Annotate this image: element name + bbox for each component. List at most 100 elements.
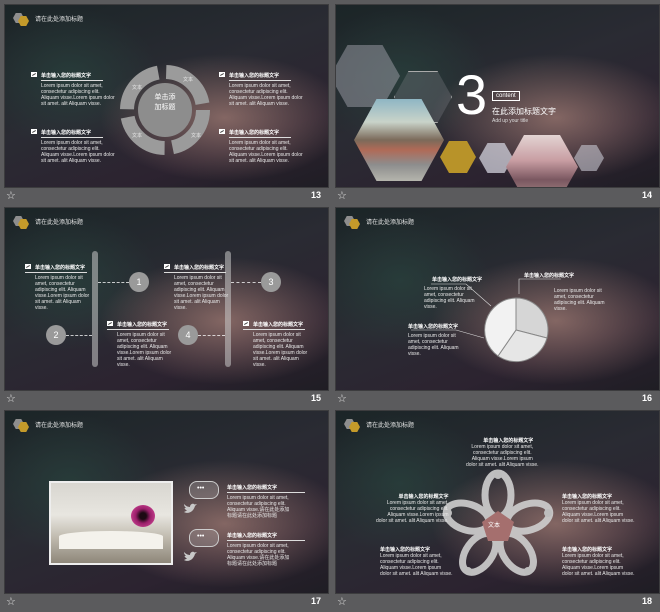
body-line: Aliquam visse.Lorem ipsum dolor [229,95,303,101]
item-title: 单击输入您的标题文字 [483,438,534,444]
body-line: visse. [424,304,437,310]
body-line: dolor sit amet. alit Aliquam visse. [466,462,539,468]
item-title: 单击输入您的标题文字 [408,324,459,330]
slide-18-thumbnail[interactable]: 请在此处添加标题 文本 单击输入您的标题文字 Lorem ipsum dolor… [335,410,660,594]
bubble-dots: ••• [197,533,205,540]
slide-title: 请在此处添加标题 [366,423,415,429]
slide-16-thumbnail[interactable]: 请在此处添加标题 单击输入您的标题文字 Lorem ipsum dolor si… [335,207,660,391]
hexagon-icon [13,419,24,429]
item-body: Lorem ipsum dolor sit amet, consectetur … [554,288,605,312]
star-icon[interactable]: ☆ [337,393,347,405]
item-title: 单击输入您的标题文字 [227,533,278,539]
body-line: consectetur adipiscing elit. [562,506,621,512]
slide-15-thumbnail[interactable]: 请在此处添加标题 1 2 3 4 单击输入您的标题文字 Lorem ipsum … [4,207,329,391]
item-underline [229,137,291,138]
star-icon[interactable]: ☆ [6,596,16,608]
tree-photo-hexagon [506,135,578,187]
body-line: amet, consectetur [408,339,448,345]
chat-bubble-icon: ••• [189,529,219,547]
slide-cell-16[interactable]: 请在此处添加标题 单击输入您的标题文字 Lorem ipsum dolor si… [335,207,660,409]
info-item: 单击输入您的标题文字 Lorem ipsum dolor sit amet, c… [562,546,635,577]
body-line: Aliquam visse.Lorem ipsum [471,456,533,462]
item-title: 单击输入您的标题文字 [562,494,613,500]
ring-label: 文本 [132,85,143,91]
slide-cell-13[interactable]: 请在此处添加标题 单击添 加标题 文本 文本 文本 文本 单击输入您的标题文字 … [4,4,329,206]
body-line: Lorem ipsum dolor sit amet, [41,140,103,146]
ring-label: 文本 [191,133,202,139]
body-line: Aliquam visse.Lorem ipsum dolor [41,152,115,158]
body-line: Lorem ipsum dolor sit amet, [562,500,624,506]
item-title: 单击输入您的标题文字 [174,265,225,271]
body-line: amet, consectetur [554,294,594,300]
content-tag: content [492,91,520,101]
slide-cell-18[interactable]: 请在此处添加标题 文本 单击输入您的标题文字 Lorem ipsum dolor… [335,410,660,612]
twitter-bird-icon [184,503,197,513]
bubble-dots: ••• [197,485,205,492]
star-icon[interactable]: ☆ [6,393,16,405]
item-underline [107,329,169,330]
slide-14-thumbnail[interactable]: 3 content 在此添加标题文字 Add up your title [335,4,660,188]
hexagon-shape [336,45,400,107]
slide-cell-15[interactable]: 请在此处添加标题 1 2 3 4 单击输入您的标题文字 Lorem ipsum … [4,207,329,409]
item-underline [41,80,103,81]
body-line: adipiscing elit. Aliquam [424,298,475,304]
body-line: Lorem ipsum dolor sit amet, [229,83,291,89]
body-line: Lorem ipsum dolor sit amet, [562,553,624,559]
slide-cell-17[interactable]: 请在此处添加标题 ••• ••• 单击输入您的标题文字 Lorem ipsum … [4,410,329,612]
hexagon-icon [13,13,24,23]
hexagon-icon [13,216,24,226]
slide-meta: ☆ 18 [335,594,658,610]
body-line: adipiscing elit. Aliquam [174,287,225,293]
slide-17-thumbnail[interactable]: 请在此处添加标题 ••• ••• 单击输入您的标题文字 Lorem ipsum … [4,410,329,594]
item-underline [41,137,103,138]
slide-number: 16 [641,393,652,403]
item-title: 单击输入您的标题文字 [229,73,280,79]
item-underline [243,329,305,330]
checkbox-icon [164,264,170,269]
body-line: Aliquam visse.请在此处添加 [227,555,290,561]
slide-meta: ☆ 13 [4,188,327,204]
body-line: 标题请在此处添加标题 [227,561,278,567]
item-title: 单击输入您的标题文字 [432,277,483,283]
item-body: Lorem ipsum dolor sit amet, consectetur … [174,275,228,311]
slide-meta: ☆ 16 [335,391,658,407]
body-line: visse.Lorem ipsum dolor [35,293,90,299]
twitter-bird-icon [184,551,197,561]
slide-meta: ☆ 17 [4,594,327,610]
body-line: visse. [117,362,130,368]
slide-number: 14 [641,190,652,200]
body-line: consectetur adipiscing elit. [389,506,449,512]
item-title: 单击输入您的标题文字 [229,130,280,136]
subtitle-text: Add up your title [492,118,529,124]
item-underline [164,272,226,273]
body-line: sit amet. alit Aliquam visse. [229,101,290,107]
body-line: amet, consectetur [424,292,464,298]
star-icon[interactable]: ☆ [337,190,347,202]
slide-title: 请在此处添加标题 [35,220,84,226]
title-text: 在此添加标题文字 [492,107,556,116]
slide-13-thumbnail[interactable]: 请在此处添加标题 单击添 加标题 文本 文本 文本 文本 单击输入您的标题文字 … [4,4,329,188]
star-icon[interactable]: ☆ [6,190,16,202]
timeline-bar [92,251,98,367]
item-body: Lorem ipsum dolor sit amet, consectetur … [35,275,89,311]
body-line: visse. [253,362,266,368]
hexagon-shape [574,145,604,171]
body-line: amet, consectetur [253,338,293,344]
body-line: Lorem ipsum dolor sit amet, [227,543,289,549]
info-item: 单击输入您的标题文字 Lorem ipsum dolor sit amet, c… [466,437,539,468]
slide-cell-14[interactable]: 3 content 在此添加标题文字 Add up your title ☆ 1… [335,4,660,206]
big-number: 3 [456,63,488,126]
item-body: Lorem ipsum dolor sit amet, consectetur … [408,333,459,357]
body-line: Lorem ipsum dolor sit [35,275,83,281]
body-line: Lorem ipsum dolor sit amet, [227,495,289,501]
slide-number: 15 [310,393,321,403]
item-title: 单击输入您的标题文字 [41,73,92,79]
slide-title: 请在此处添加标题 [366,220,415,226]
body-line: Lorem ipsum dolor sit amet, [386,500,449,506]
item-body: Lorem ipsum dolor sit amet, consectetur … [229,83,303,107]
body-line: sit amet. alit Aliquam [117,356,163,362]
checkbox-icon [219,129,225,134]
body-line: adipiscing elit. Aliquam [117,344,168,350]
body-line: visse.Lorem ipsum dolor [117,350,172,356]
star-icon[interactable]: ☆ [337,596,347,608]
